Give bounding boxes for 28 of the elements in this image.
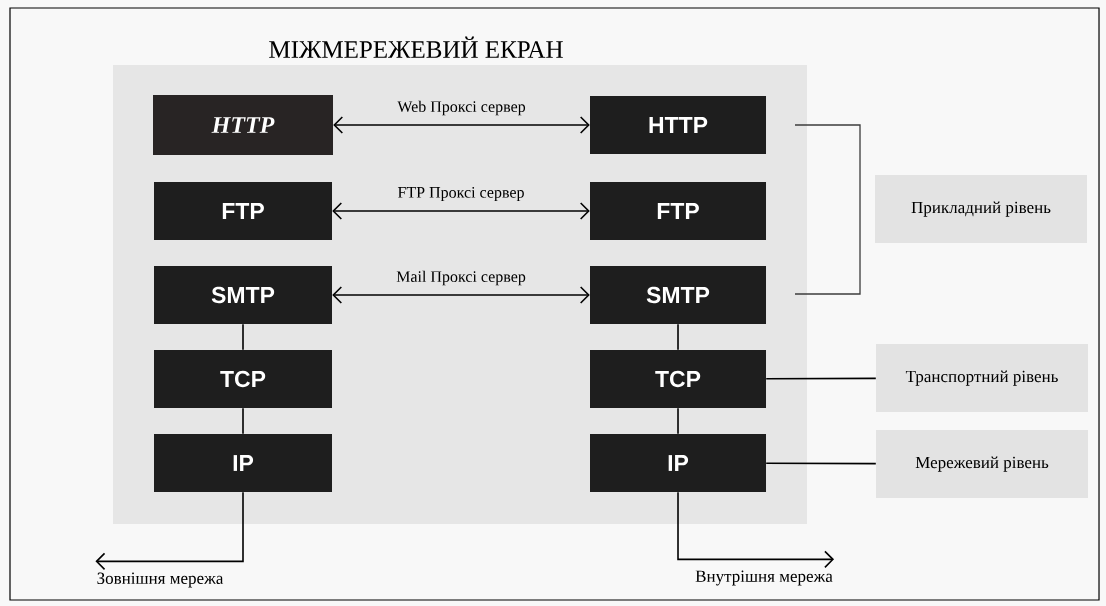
layer-label-box: Прикладний рівень xyxy=(875,175,1087,243)
layer-label-box: Транспортний рівень xyxy=(876,344,1088,412)
connector-line xyxy=(242,323,244,351)
protocol-box: FTP xyxy=(154,182,332,240)
protocol-box: TCP xyxy=(590,350,766,408)
connector-line xyxy=(677,407,679,435)
protocol-box: IP xyxy=(154,434,332,492)
edge-label: FTP Проксі сервер xyxy=(396,186,526,202)
protocol-box: TCP xyxy=(154,350,332,408)
connector-line xyxy=(242,407,244,435)
layer-label-box: Мережевий рівень xyxy=(876,430,1088,498)
connector-line xyxy=(677,323,679,351)
arrow xyxy=(332,286,590,304)
network-label: Зовнішня мережа xyxy=(97,572,224,588)
arrow xyxy=(677,491,835,569)
panel-heading: МІЖМЕРЕЖЕВИЙ ЕКРАН xyxy=(269,36,563,58)
connector-line xyxy=(765,377,877,380)
protocol-box: HTTP xyxy=(153,95,333,155)
protocol-box: IP xyxy=(590,434,766,492)
arrow xyxy=(333,116,590,134)
protocol-box: SMTP xyxy=(590,266,766,324)
connector-line xyxy=(765,462,877,465)
protocol-box: FTP xyxy=(590,182,766,240)
arrow xyxy=(332,202,590,220)
protocol-box: HTTP xyxy=(590,96,766,154)
protocol-box: SMTP xyxy=(154,266,332,324)
network-label: Внутрішня мережа xyxy=(695,570,833,586)
arrow xyxy=(95,491,244,571)
